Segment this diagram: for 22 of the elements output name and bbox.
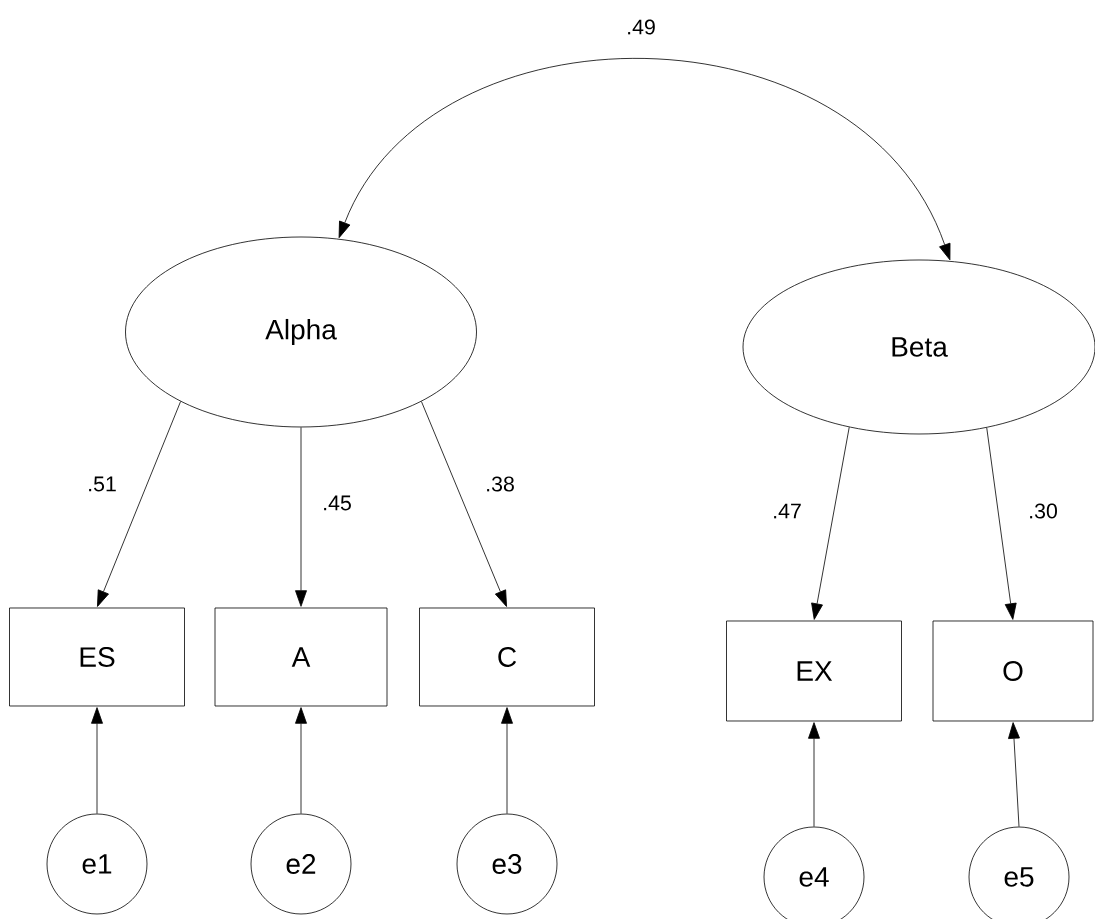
arrow — [811, 426, 850, 620]
observed-box: EX — [726, 620, 902, 722]
edge-label: .45 — [320, 494, 354, 512]
arrow — [986, 427, 1017, 620]
observed-box: O — [932, 620, 1094, 722]
observed-box: C — [419, 607, 595, 707]
observed-box: ES — [9, 607, 185, 707]
arrow — [91, 707, 103, 814]
arrow — [421, 401, 507, 607]
arrow — [295, 427, 307, 607]
edge-label: .38 — [483, 475, 517, 493]
edge-label: .51 — [85, 475, 119, 493]
edge-label: .30 — [1026, 502, 1060, 520]
arrow — [501, 707, 513, 814]
arrow — [1008, 722, 1020, 827]
arrow — [295, 707, 307, 814]
arrow — [97, 401, 181, 607]
edge-label: .49 — [624, 18, 658, 36]
arrow — [338, 58, 951, 261]
arrow — [808, 722, 820, 827]
edge-label: .47 — [770, 502, 804, 520]
observed-box: A — [214, 607, 388, 707]
